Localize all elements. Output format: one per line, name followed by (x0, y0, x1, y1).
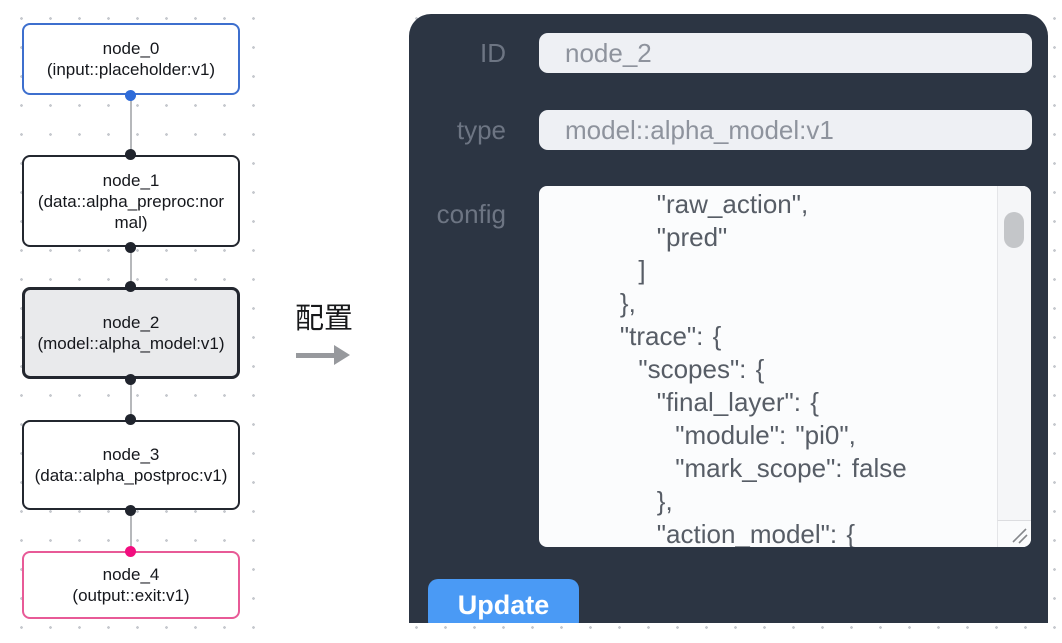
id-field-label: ID (480, 38, 506, 68)
node-subtitle: (model::alpha_model:v1) (37, 334, 225, 353)
config-field-label: config (436, 199, 506, 229)
edge-node2-node3 (130, 379, 132, 420)
port-node3-out[interactable] (125, 505, 136, 516)
config-annotation: 配置 (284, 303, 364, 336)
node-subtitle: (data::alpha_postproc:v1) (34, 466, 228, 485)
flow-canvas[interactable]: node_0 (input::placeholder:v1) node_1 (d… (0, 0, 268, 643)
node-subtitle: (output::exit:v1) (72, 586, 190, 605)
node-title: node_4 (102, 565, 160, 584)
node-title: node_0 (102, 39, 160, 58)
node-subtitle: (data::alpha_preproc:normal) (37, 191, 225, 232)
id-input[interactable]: node_2 (539, 33, 1032, 73)
port-node3-in[interactable] (125, 414, 136, 425)
config-annotation-label: 配置 (294, 303, 353, 335)
textarea-resize-handle[interactable] (997, 520, 1031, 547)
node-title: node_1 (102, 170, 160, 190)
edge-node3-node4 (130, 510, 132, 551)
port-node2-out[interactable] (125, 374, 136, 385)
flow-node-node_3[interactable]: node_3 (data::alpha_postproc:v1) (22, 420, 240, 510)
flow-node-node_2-selected[interactable]: node_2 (model::alpha_model:v1) (22, 287, 240, 379)
port-node2-in[interactable] (125, 281, 136, 292)
flow-node-node_4[interactable]: node_4 (output::exit:v1) (22, 551, 240, 619)
type-field-label: type (456, 115, 506, 145)
type-input[interactable]: model::alpha_model:v1 (539, 110, 1032, 150)
node-title: node_3 (102, 445, 160, 464)
port-node1-out[interactable] (125, 242, 136, 253)
edge-node1-node2 (130, 247, 132, 287)
resize-grip-icon (1012, 528, 1028, 544)
node-config-panel: ID node_2 type model::alpha_model:v1 con… (409, 14, 1048, 623)
port-node0-out[interactable] (125, 90, 136, 101)
config-scrollbar[interactable] (997, 186, 1031, 520)
config-textarea[interactable]: "raw_action", "pred" ] }, "trace": { "sc… (539, 186, 1031, 547)
right-arrow-icon (296, 345, 352, 365)
flow-node-node_1[interactable]: node_1 (data::alpha_preproc:normal) (22, 155, 240, 247)
port-node4-in[interactable] (125, 546, 136, 557)
node-subtitle: (input::placeholder:v1) (46, 60, 216, 79)
config-json-text: "raw_action", "pred" ] }, "trace": { "sc… (619, 189, 907, 547)
update-button[interactable]: Update (428, 579, 579, 623)
edge-node0-node1 (130, 95, 132, 155)
config-scrollbar-thumb[interactable] (1004, 212, 1024, 248)
flow-node-node_0[interactable]: node_0 (input::placeholder:v1) (22, 23, 240, 95)
port-node1-in[interactable] (125, 149, 136, 160)
node-title: node_2 (102, 313, 160, 332)
